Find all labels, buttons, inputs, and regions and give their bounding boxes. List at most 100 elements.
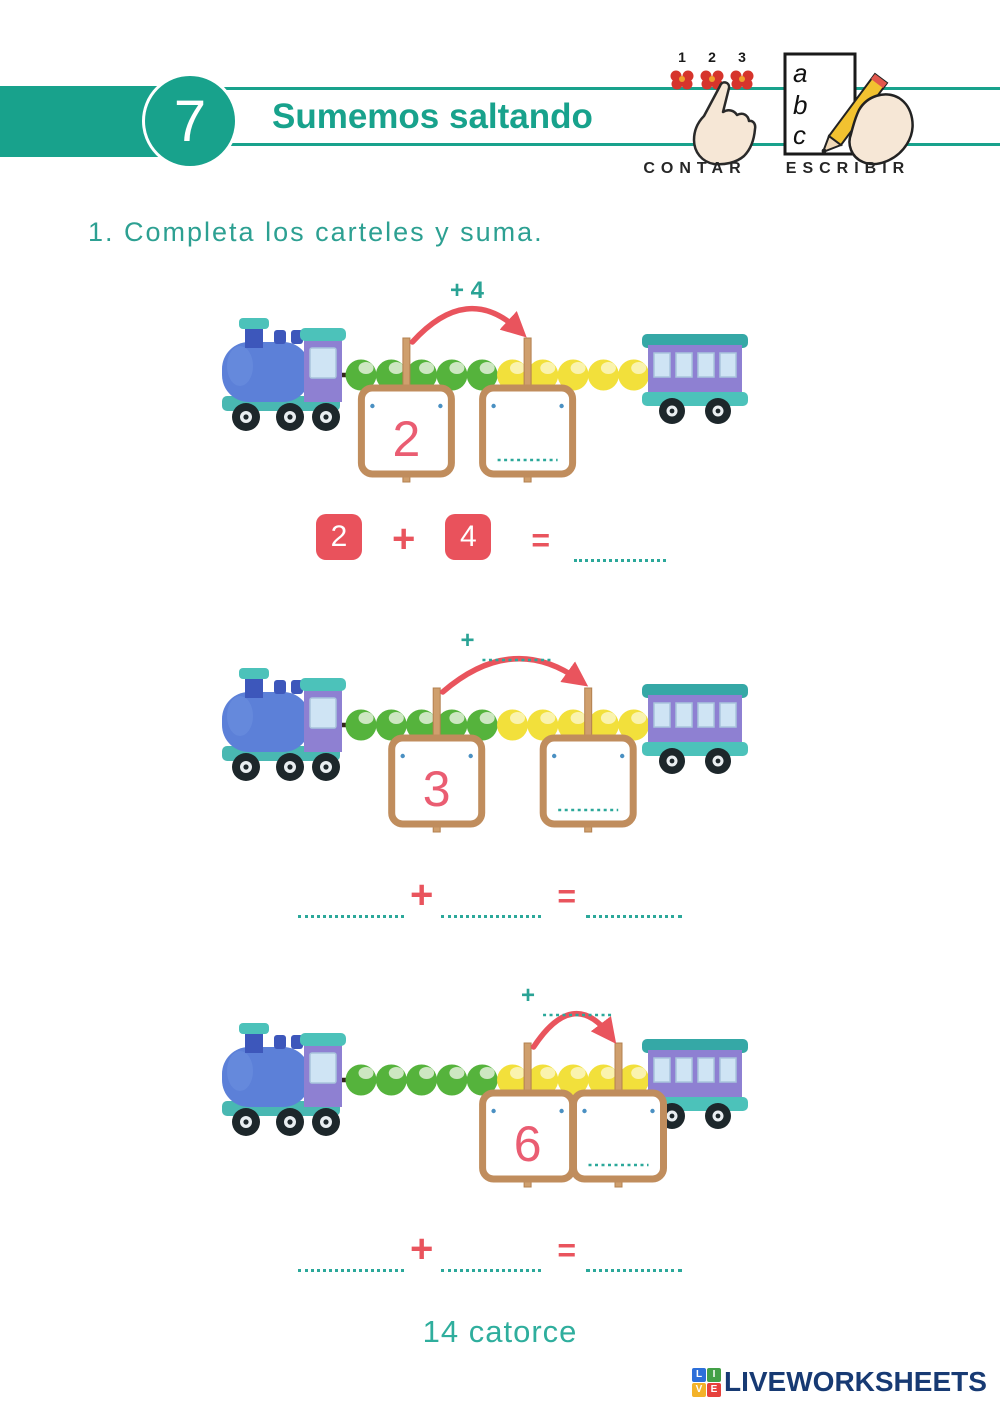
logo-tile-e: E: [707, 1382, 721, 1397]
plus-sign: +: [410, 1227, 434, 1271]
bead-highlight: [600, 362, 616, 374]
bead-highlight: [358, 362, 374, 374]
bead-highlight: [631, 362, 647, 374]
bead-highlight: [358, 712, 374, 724]
sign-screw: [559, 403, 564, 409]
plus-sign: +: [392, 517, 416, 561]
jump-label: +: [521, 982, 535, 1009]
plus-sign: +: [410, 873, 434, 917]
sign-screw: [650, 1108, 655, 1114]
bead-highlight: [449, 712, 465, 724]
bead-highlight: [449, 1067, 465, 1079]
contar-label: CONTAR: [643, 160, 747, 177]
addend-blank-1[interactable]: [298, 915, 404, 918]
equals-sign: =: [557, 878, 577, 914]
answer-blank[interactable]: [586, 915, 683, 918]
writing-hand-icon: [848, 93, 914, 166]
lesson-number: 7: [173, 88, 207, 154]
logo-tile-i: I: [707, 1367, 721, 1382]
addend-blank-2[interactable]: [441, 1269, 542, 1272]
bead-highlight: [540, 1067, 556, 1079]
addend-blank-1[interactable]: [298, 1269, 404, 1272]
equation-row-1: 2 + 4 =: [316, 514, 667, 562]
flower-count-3: 3: [738, 49, 746, 65]
sign-screw: [559, 1108, 564, 1114]
sign-screw: [582, 1108, 587, 1114]
jump-arrow: [409, 306, 527, 345]
sign-screw: [620, 753, 625, 759]
contar-icon: 1 2 3: [670, 49, 757, 166]
equation-row-3: + =: [298, 1226, 683, 1272]
bead-highlight: [388, 712, 404, 724]
locomotive: [221, 1022, 347, 1137]
sign-screw: [400, 753, 405, 759]
equals-sign: =: [531, 522, 551, 558]
liveworksheets-logo-text: LIVEWORKSHEETS: [724, 1366, 987, 1397]
train-jump-scene-3: 6 +: [221, 982, 749, 1188]
paper-letter-a: a: [793, 58, 807, 88]
sign-value: 3: [423, 761, 451, 817]
sign-screw: [491, 1108, 496, 1114]
sign-board: [357, 384, 455, 478]
train-jump-scene-2: 3 +: [221, 627, 749, 833]
bead-highlight: [419, 1067, 435, 1079]
bead-highlight: [510, 362, 525, 374]
sign-value: 2: [392, 411, 420, 467]
equals-sign: =: [557, 1232, 577, 1268]
sign-screw: [370, 403, 375, 409]
train-jump-scene-1: 2 + 4: [221, 277, 749, 483]
equation-row-2: + =: [298, 872, 683, 918]
bead-highlight: [631, 1067, 647, 1079]
paper-letter-c: c: [793, 120, 806, 150]
bead-highlight: [540, 362, 556, 374]
bead-highlight: [419, 362, 435, 374]
page-title: Sumemos saltando: [272, 97, 593, 136]
locomotive: [221, 317, 347, 432]
sign-board: [388, 734, 486, 828]
bead-highlight: [631, 712, 647, 724]
bead-highlight: [388, 1067, 404, 1079]
bead-highlight: [510, 1067, 525, 1079]
bead-highlight: [479, 1067, 495, 1079]
page-number-word: catorce: [468, 1314, 578, 1349]
answer-blank[interactable]: [574, 559, 667, 562]
answer-blank[interactable]: [586, 1269, 683, 1272]
bead-highlight: [358, 1067, 374, 1079]
paper-letter-b: b: [793, 90, 807, 120]
escribir-icon: a b c: [783, 52, 914, 166]
logo-tile-v: V: [692, 1382, 706, 1397]
bead-highlight: [600, 712, 616, 724]
jump-label: + 4: [450, 277, 485, 304]
bead-highlight: [479, 362, 495, 374]
lesson-number-badge: 7: [142, 73, 238, 169]
logo-tile-l: L: [692, 1367, 706, 1382]
bead-highlight: [570, 712, 586, 724]
bead-highlight: [570, 1067, 586, 1079]
sign-board: [539, 734, 637, 828]
bead-highlight: [388, 362, 404, 374]
page-number-digits: 14: [422, 1314, 460, 1349]
sign-screw: [491, 403, 496, 409]
wagon: [641, 683, 749, 775]
wagon: [641, 333, 749, 425]
bead-highlight: [600, 1067, 616, 1079]
sign-board: [570, 1089, 667, 1183]
sign-screw: [552, 753, 557, 759]
flowers-icon: [670, 70, 754, 90]
escribir-label: ESCRIBIR: [785, 160, 911, 177]
sign-screw: [438, 403, 443, 409]
flower-count-2: 2: [708, 49, 716, 65]
sign-board: [479, 384, 577, 478]
bead-highlight: [419, 712, 435, 724]
sign-value: 6: [514, 1116, 542, 1172]
jump-label: +: [460, 627, 474, 654]
bead-highlight: [510, 712, 525, 724]
addend-blank-2[interactable]: [441, 915, 542, 918]
sign-screw: [468, 753, 473, 759]
pointing-hand-icon: [692, 81, 757, 166]
bead-highlight: [479, 712, 495, 724]
locomotive: [221, 667, 347, 782]
